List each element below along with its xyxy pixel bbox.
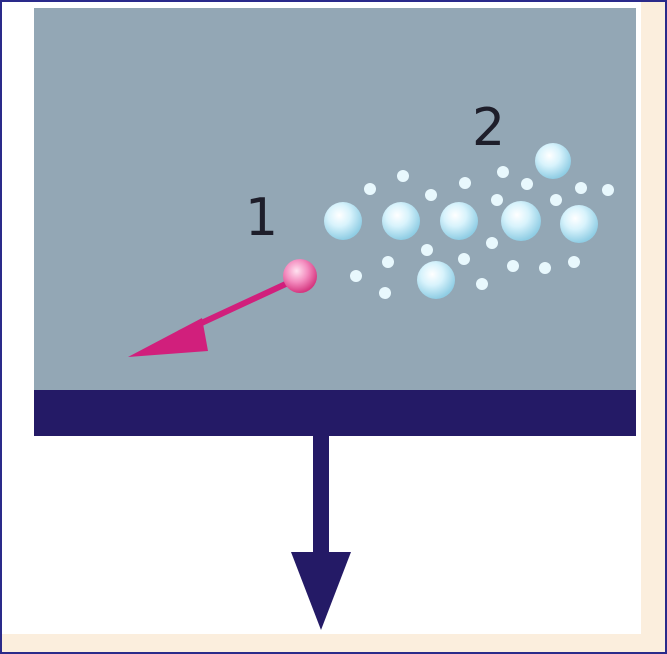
bubble-small: [397, 170, 409, 182]
bubble-small: [350, 270, 362, 282]
bubble-small: [568, 256, 580, 268]
chamber: [34, 8, 636, 390]
bubble-small: [575, 182, 587, 194]
particle-arrow: [128, 279, 293, 357]
bubble-cloud: [324, 143, 614, 299]
bubble-small: [379, 287, 391, 299]
bubble: [501, 201, 541, 241]
page-margin-bottom: [2, 634, 665, 652]
bubble-small: [539, 262, 551, 274]
label-cloud: 2: [472, 98, 506, 158]
bubble-small: [364, 183, 376, 195]
bubble-small: [497, 166, 509, 178]
bottom-plate: [34, 390, 636, 436]
bubble-small: [521, 178, 533, 190]
bubble-small: [425, 189, 437, 201]
down-arrow: [291, 436, 351, 630]
particle: [283, 259, 317, 293]
bubble-small: [550, 194, 562, 206]
bubble-small: [421, 244, 433, 256]
bubble: [560, 205, 598, 243]
bubble-small: [486, 237, 498, 249]
bubble-small: [459, 177, 471, 189]
bubble-small: [602, 184, 614, 196]
label-particle: 1: [245, 188, 279, 248]
bubble: [440, 202, 478, 240]
bubble-small: [382, 256, 394, 268]
bubble-small: [491, 194, 503, 206]
bubble: [324, 202, 362, 240]
bubble: [417, 261, 455, 299]
bubble: [382, 202, 420, 240]
bubble-small: [458, 253, 470, 265]
bubble-small: [476, 278, 488, 290]
bubble-small: [507, 260, 519, 272]
bubble: [535, 143, 571, 179]
page-margin-right: [641, 2, 665, 652]
